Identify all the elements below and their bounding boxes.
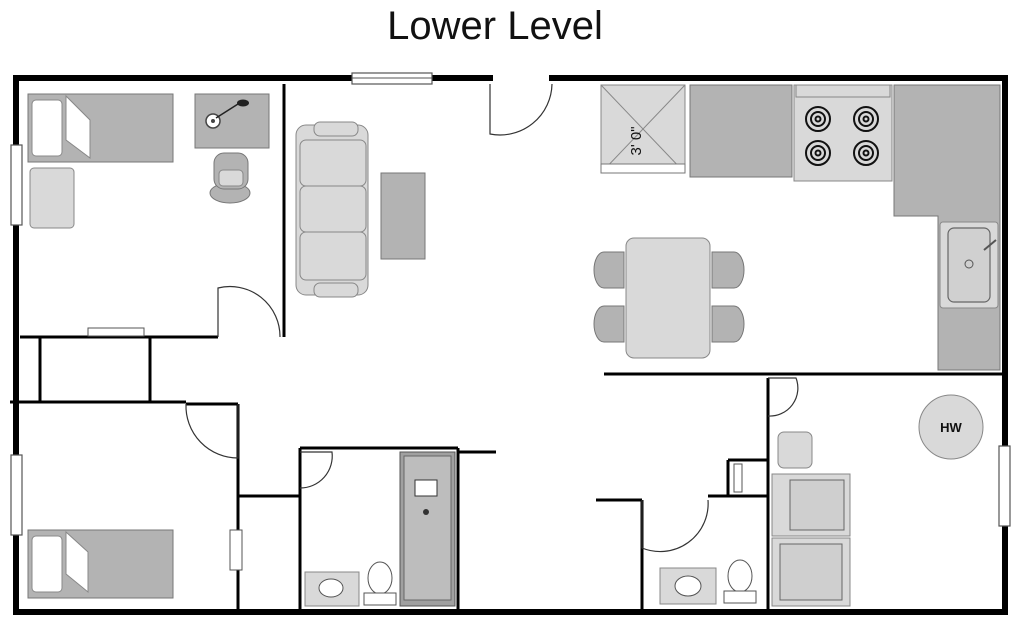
stove — [793, 84, 893, 182]
desk — [194, 93, 270, 149]
water-heater — [918, 394, 984, 460]
shower-dimension: 3' 0" — [628, 126, 645, 155]
desk-chair — [209, 152, 251, 204]
dryer — [771, 473, 851, 537]
toilet-1 — [363, 561, 397, 606]
bathroom-sink-2 — [659, 567, 717, 605]
windows — [10, 72, 1011, 536]
doors — [87, 83, 799, 571]
utility-sink — [777, 431, 813, 469]
bed-top — [27, 93, 174, 163]
counter-left — [689, 84, 793, 178]
nightstand-top — [29, 167, 75, 229]
plan-title: Lower Level — [387, 4, 603, 48]
washer — [771, 537, 851, 607]
sofa — [295, 121, 369, 298]
bathroom-sink-1 — [304, 571, 360, 607]
bed-bottom — [27, 529, 174, 599]
shower — [600, 84, 686, 174]
toilet-2 — [723, 559, 757, 604]
dining-table — [593, 237, 745, 359]
coffee-table — [380, 172, 426, 260]
kitchen-sink — [939, 221, 999, 309]
water-heater-label: HW — [940, 420, 962, 435]
bathtub — [399, 451, 456, 607]
